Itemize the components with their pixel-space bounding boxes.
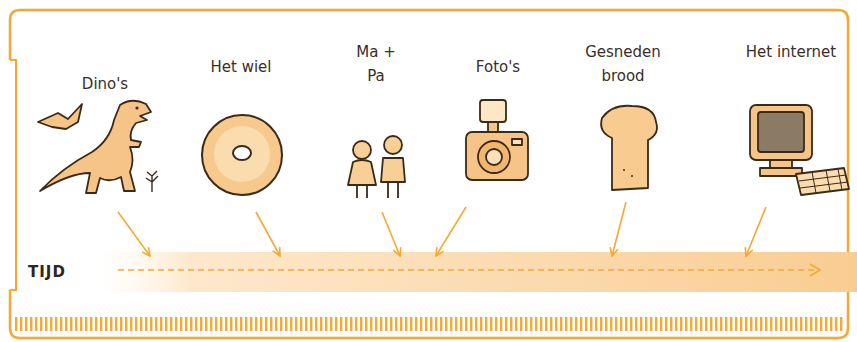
camera-body [466,132,528,180]
pointer-arrow [612,202,626,256]
screen [758,112,804,152]
item-label: Het wiel [198,55,284,79]
pointer-arrow [256,212,280,256]
timeline-item: Het internet [730,40,852,195]
wheel-hole [233,146,251,160]
ruler-stripes [15,317,843,331]
monitor [750,105,812,160]
parents-figure [348,136,405,198]
item-label: Gesneden brood [581,40,665,88]
ma-head [353,141,371,159]
pointer-arrow [436,207,466,256]
ma-body [348,160,376,185]
camera-flash [480,100,506,122]
camera-lens-inner [486,149,502,165]
camera-flash-stem [488,122,498,132]
wheel-highlight [214,126,270,182]
frame-notch [10,60,16,290]
timeline-item: Gesneden brood [577,40,669,190]
keyboard [796,168,849,195]
item-label: Foto's [453,55,543,79]
item-label: Het internet [734,40,848,64]
timeline-item: Dino's [30,72,180,200]
pointer-arrow [118,212,150,256]
time-arrow [118,269,818,271]
t-rex-eye [135,106,138,109]
dinosaur-figure [38,101,158,193]
computer-figure [750,105,849,195]
keyboard-keys [799,169,848,193]
timeline-item: Het wiel [194,55,288,200]
pa-legs [388,182,398,198]
camera-lens [478,141,510,173]
wheel-figure [202,115,282,195]
pointer-arrow [746,207,766,256]
axis-label: TIJD [28,263,66,281]
time-band [100,252,857,292]
pa-body [381,158,405,182]
pa-head [384,136,402,154]
bread-figure [601,106,657,190]
item-label: Dino's [35,72,175,96]
camera-figure [466,100,528,180]
plant [146,171,158,192]
bread-slice [601,106,657,190]
wheel-rim [202,115,282,195]
time-arrow-head [810,264,820,276]
ma-legs [357,185,367,198]
bread-crumb [631,175,633,177]
item-label: Ma + Pa [352,40,400,88]
bread-crumb [623,169,625,171]
camera-window [512,139,522,145]
timeline-item: Ma + Pa [338,40,414,200]
monitor-stand [770,160,792,168]
pointer-arrow [382,212,400,256]
pterodactyl [38,104,82,129]
timeline-item: Foto's [449,55,547,195]
timeline-band: TIJD [18,256,857,288]
t-rex [40,101,151,193]
